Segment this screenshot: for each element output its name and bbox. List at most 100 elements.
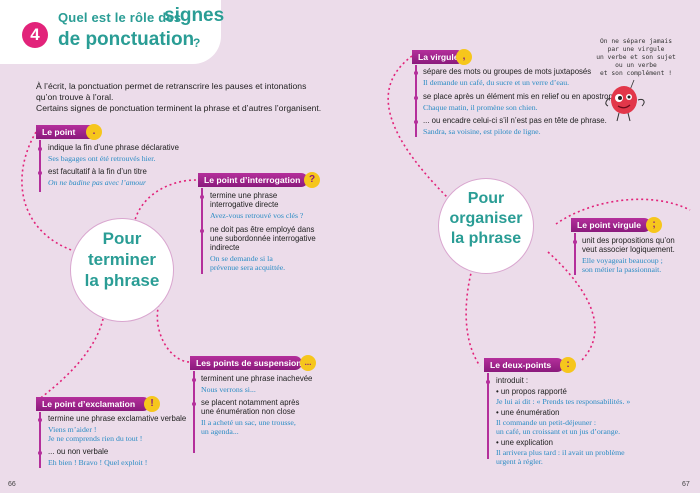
ellipsis-icon: ...: [300, 355, 316, 371]
bullet: [38, 418, 42, 422]
semicolon-icon: ;: [646, 217, 662, 233]
virgule-example-1: Il demande un café, du sucre et un verre…: [423, 78, 570, 87]
title-signes: signes: [164, 5, 225, 26]
intro-line-3: Certains signes de ponctuation terminent…: [36, 103, 322, 113]
exclamation-example-1a: Viens m’aider !: [48, 425, 97, 434]
question-mark-icon: ?: [304, 172, 320, 188]
deuxpoints-example-1: Je lui ai dit : « Prends tes responsabil…: [496, 397, 631, 406]
label-point-virgule: Le point virgule: [571, 218, 651, 232]
section-line: [415, 65, 417, 137]
title-question-mark: ?: [193, 36, 201, 50]
section-line: [574, 233, 576, 275]
suspension-rule-1: terminent une phrase inachevée: [201, 374, 313, 383]
circle-line: la phrase: [84, 271, 160, 290]
page-number-right: 67: [682, 481, 690, 488]
bullet: [200, 229, 204, 233]
bullet: [414, 120, 418, 124]
interrogation-rule-2b: une subordonnée interrogative: [210, 234, 316, 243]
circle-line: la phrase: [450, 230, 522, 247]
interrogation-example-2a: On se demande si la: [210, 254, 273, 263]
circle-line: Pour: [467, 190, 505, 207]
deuxpoints-example-2a: Il commande un petit-déjeuner :: [496, 418, 597, 427]
circle-line: terminer: [87, 250, 157, 269]
pointvirgule-rule-b: veut associer logiquement.: [582, 245, 675, 254]
bullet: [192, 378, 196, 382]
tip-line: ou un verbe: [615, 62, 657, 69]
point-rule-1: indique la fin d’une phrase déclarative: [48, 143, 179, 152]
interrogation-rule-1b: interrogative directe: [210, 200, 279, 209]
section-line: [39, 412, 41, 468]
tip-line: On ne sépare jamais: [599, 38, 673, 45]
suspension-rule-2b: une énumération non close: [201, 407, 296, 416]
circle-terminer: Pour terminer la phrase: [70, 218, 174, 322]
label-la-virgule: La virgule: [412, 50, 464, 64]
exclamation-example-1b: Je ne comprends rien du tout !: [48, 434, 143, 443]
comma-mascot-icon: [605, 79, 645, 122]
deuxpoints-example-2b: un café, un croissant et un jus d’orange…: [496, 427, 621, 436]
section-line: [487, 373, 489, 459]
label-point-interrogation: Le point d’interrogation: [198, 173, 308, 187]
point-example-2: On ne badine pas avec l’amour: [48, 178, 147, 187]
section-line: [39, 140, 41, 192]
intro-line-1: À l’écrit, la ponctuation permet de retr…: [36, 81, 307, 91]
point-example-1: Ses bagages ont été retrouvés hier.: [48, 154, 156, 163]
circle-organiser: Pour organiser la phrase: [438, 178, 534, 274]
section-number: 4: [22, 22, 48, 48]
section-line: [193, 371, 195, 453]
bullet: [486, 380, 490, 384]
exclamation-icon: !: [144, 396, 160, 412]
pointvirgule-example-b: son métier la passionnait.: [582, 265, 662, 274]
tip-bubble: On ne sépare jamais par une virgule un v…: [594, 38, 678, 78]
bullet: [414, 96, 418, 100]
tip-line: un verbe et son sujet: [596, 54, 676, 61]
label-points-suspension: Les points de suspension: [190, 356, 302, 370]
bullet: [38, 147, 42, 151]
bullet: [38, 451, 42, 455]
tip-line: et son complément !: [599, 70, 673, 77]
deuxpoints-sub-2: • une énumération: [496, 408, 560, 417]
virgule-rule-1: sépare des mots ou groupes de mots juxta…: [423, 67, 592, 76]
virgule-example-2: Chaque matin, il promène son chien.: [423, 103, 538, 112]
tip-line: par une virgule: [607, 46, 665, 53]
suspension-example-1: Nous verrons si...: [201, 385, 256, 394]
suspension-example-2a: Il a acheté un sac, une trousse,: [201, 418, 296, 427]
deuxpoints-sub-1: • un propos rapporté: [496, 387, 567, 396]
title-ponctuation: de ponctuation: [58, 29, 195, 50]
bullet: [414, 71, 418, 75]
interrogation-example-1: Avez-vous retrouvé vos clés ?: [210, 211, 304, 220]
deuxpoints-example-3b: urgent à régler.: [496, 457, 543, 466]
suspension-example-2b: un agenda...: [201, 427, 239, 436]
exclamation-example-2: Eh bien ! Bravo ! Quel exploit !: [48, 458, 148, 467]
deuxpoints-rule: introduit :: [496, 376, 529, 385]
page-number-left: 66: [8, 481, 16, 488]
label-point-exclamation: Le point d’exclamation: [36, 397, 150, 411]
intro-line-2: qu’on trouve à l’oral.: [36, 92, 114, 102]
label-le-point: Le point: [36, 125, 98, 139]
bullet: [200, 195, 204, 199]
bullet: [573, 240, 577, 244]
exclamation-rule-1: termine une phrase exclamative verbale: [48, 414, 187, 423]
period-icon: .: [86, 124, 102, 140]
deuxpoints-example-3a: Il arrivera plus tard : il avait un prob…: [496, 448, 625, 457]
interrogation-rule-2c: indirecte: [210, 243, 240, 252]
colon-icon: :: [560, 357, 576, 373]
pointvirgule-example-a: Elle voyageait beaucoup ;: [582, 256, 663, 265]
interrogation-rule-2a: ne doit pas être employé dans: [210, 225, 315, 234]
suspension-rule-2a: se placent notamment après: [201, 398, 300, 407]
virgule-rule-3: ... ou encadre celui-ci s’il n’est pas e…: [423, 116, 607, 125]
comma-icon: ,: [456, 49, 472, 65]
pointvirgule-rule-a: unit des propositions qu’on: [582, 236, 675, 245]
interrogation-rule-1a: termine une phrase: [210, 191, 278, 200]
virgule-example-3: Sandra, sa voisine, est pilote de ligne.: [423, 127, 541, 136]
circle-line: organiser: [449, 210, 523, 227]
label-deux-points: Le deux-points: [484, 358, 564, 372]
point-rule-2: est facultatif à la fin d’un titre: [48, 167, 147, 176]
bullet: [192, 402, 196, 406]
deuxpoints-sub-3: • une explication: [496, 438, 553, 447]
interrogation-example-2b: prévenue sera acquittée.: [210, 263, 286, 272]
exclamation-rule-2: ... ou non verbale: [48, 447, 109, 456]
virgule-rule-2: se place après un élément mis en relief …: [423, 92, 622, 101]
circle-line: Pour: [102, 229, 142, 248]
title-small: Quel est le rôle des: [58, 10, 182, 25]
